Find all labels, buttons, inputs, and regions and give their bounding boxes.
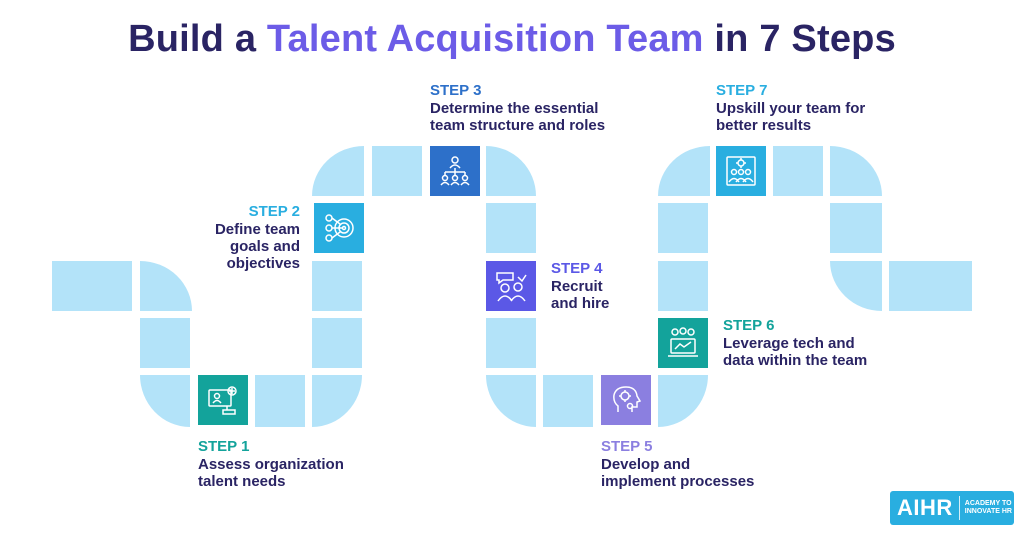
step-title-line: Determine the essential xyxy=(430,100,599,117)
path-tile xyxy=(658,261,708,311)
assessment-icon xyxy=(208,386,237,415)
step-number: STEP 5 xyxy=(601,438,653,455)
step-number: STEP 7 xyxy=(716,82,768,99)
path-tile xyxy=(255,375,305,427)
step7-icon-tile xyxy=(716,146,766,196)
upskill-team-icon xyxy=(726,156,756,186)
path-tile xyxy=(52,261,132,311)
path-tile xyxy=(830,261,882,311)
path-tile xyxy=(486,375,536,427)
path-tile xyxy=(140,261,192,311)
path-tile xyxy=(312,375,362,427)
step4-icon-tile xyxy=(486,261,536,311)
logo-brand: AIHR xyxy=(897,495,953,520)
step-title-line: implement processes xyxy=(601,473,755,490)
path-tile xyxy=(486,146,536,196)
logo-tagline-line1: ACADEMY TO xyxy=(964,500,1012,507)
step-title-line: objectives xyxy=(226,255,300,272)
step7-label: STEP 7 Upskill your team for better resu… xyxy=(716,82,865,134)
step-title-line: Leverage tech and xyxy=(723,335,855,352)
process-gear-icon xyxy=(613,386,642,412)
step6-icon-tile xyxy=(658,318,708,368)
path-tile xyxy=(830,203,882,253)
step-title-line: Recruit xyxy=(551,278,603,295)
step-title-line: Assess organization xyxy=(198,456,344,473)
path-tile xyxy=(140,318,190,368)
step2-label: STEP 2 Define team goals and objectives xyxy=(160,203,300,272)
step-title-line: and hire xyxy=(551,295,610,312)
step-number: STEP 6 xyxy=(723,317,775,334)
org-structure-icon xyxy=(440,156,470,186)
step6-label: STEP 6 Leverage tech and data within the… xyxy=(723,317,867,369)
logo-divider xyxy=(958,496,960,520)
path-tile xyxy=(658,146,710,196)
path-tile xyxy=(889,261,972,311)
logo-tagline: ACADEMY TO INNOVATE HR xyxy=(960,500,1012,516)
path-tile xyxy=(312,261,362,311)
path-tile xyxy=(140,375,190,427)
path-tile xyxy=(830,146,882,196)
path-tile xyxy=(658,203,708,253)
page-title: Build a Talent Acquisition Team in 7 Ste… xyxy=(0,18,1024,61)
title-part1: Build a xyxy=(128,18,267,60)
step4-label: STEP 4 Recruit and hire xyxy=(551,260,609,312)
title-highlight: Talent Acquisition Team xyxy=(266,18,704,60)
step5-label: STEP 5 Develop and implement processes xyxy=(601,438,754,490)
tech-data-icon xyxy=(668,327,698,357)
step-number: STEP 4 xyxy=(551,260,603,277)
step5-icon-tile xyxy=(601,375,651,425)
path-tile xyxy=(543,375,593,427)
recruit-icon xyxy=(496,272,527,302)
step3-label: STEP 3 Determine the essential team stru… xyxy=(430,82,605,134)
path-tile xyxy=(372,146,422,196)
step-title-line: Upskill your team for xyxy=(716,100,866,117)
step-title-line: team structure and roles xyxy=(430,117,606,134)
path-tile xyxy=(312,318,362,368)
step1-label: STEP 1 Assess organization talent needs xyxy=(198,438,344,490)
path-tile xyxy=(658,375,708,427)
path-tile xyxy=(312,146,364,196)
step1-icon-tile xyxy=(198,375,248,425)
step-title-line: talent needs xyxy=(198,473,286,490)
step-title-line: goals and xyxy=(229,238,300,255)
path-tile xyxy=(486,203,536,253)
step3-icon-tile xyxy=(430,146,480,196)
step-title-line: Develop and xyxy=(601,456,691,473)
step2-icon-tile xyxy=(314,203,364,253)
title-part2: in 7 Steps xyxy=(703,18,896,60)
path-tile xyxy=(486,318,536,368)
aihr-logo: AIHR ACADEMY TO INNOVATE HR xyxy=(890,491,1014,525)
step-number: STEP 1 xyxy=(198,438,250,455)
target-goals-icon xyxy=(325,214,354,242)
step-number: STEP 3 xyxy=(430,82,482,99)
step-title-line: better results xyxy=(716,117,812,134)
path-tile xyxy=(773,146,823,196)
step-title-line: Define team xyxy=(214,221,300,238)
logo-tagline-line2: INNOVATE HR xyxy=(964,508,1012,515)
step-title-line: data within the team xyxy=(723,352,868,369)
step-number: STEP 2 xyxy=(248,203,300,220)
